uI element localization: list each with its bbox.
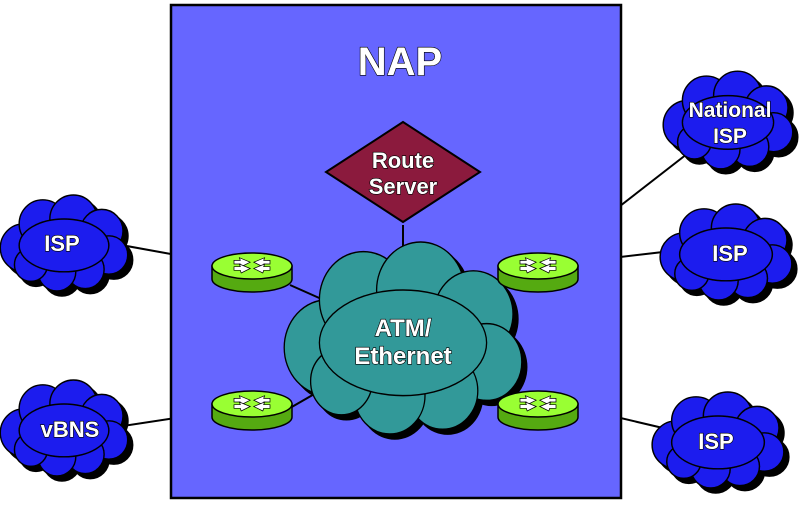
vbns-cloud: vBNS (0, 379, 129, 477)
vbns-label: vBNS (41, 417, 100, 442)
router-top-right (498, 253, 578, 292)
route-server-label-line1: Route (372, 148, 434, 173)
route-server-label-line2: Server (369, 174, 438, 199)
core-network-label-line1: ATM/ (375, 315, 432, 342)
route-server-diamond (324, 120, 482, 224)
nap-title: NAP (358, 40, 442, 84)
national-isp-label-line1: National (689, 99, 772, 122)
national-isp-label-line2: ISP (713, 125, 747, 148)
route-server: Route Server (324, 120, 482, 224)
isp-left-label: ISP (44, 231, 79, 256)
atm-ethernet-cloud: ATM/ Ethernet (283, 240, 523, 436)
router-icon (498, 253, 578, 292)
isp-cloud-right-bottom: ISP (651, 391, 785, 489)
router-bottom-left (212, 391, 292, 430)
isp-cloud-left: ISP (0, 194, 129, 292)
isp-right-bottom-label: ISP (698, 429, 733, 454)
router-icon (212, 391, 292, 430)
core-network-label-line2: Ethernet (354, 343, 451, 370)
isp-right-middle-label: ISP (712, 241, 747, 266)
router-icon (498, 391, 578, 430)
router-icon (212, 253, 292, 292)
router-bottom-right (498, 391, 578, 430)
national-isp-cloud: National ISP (662, 70, 794, 170)
isp-cloud-right-middle: ISP (659, 203, 793, 301)
router-top-left (212, 253, 292, 292)
